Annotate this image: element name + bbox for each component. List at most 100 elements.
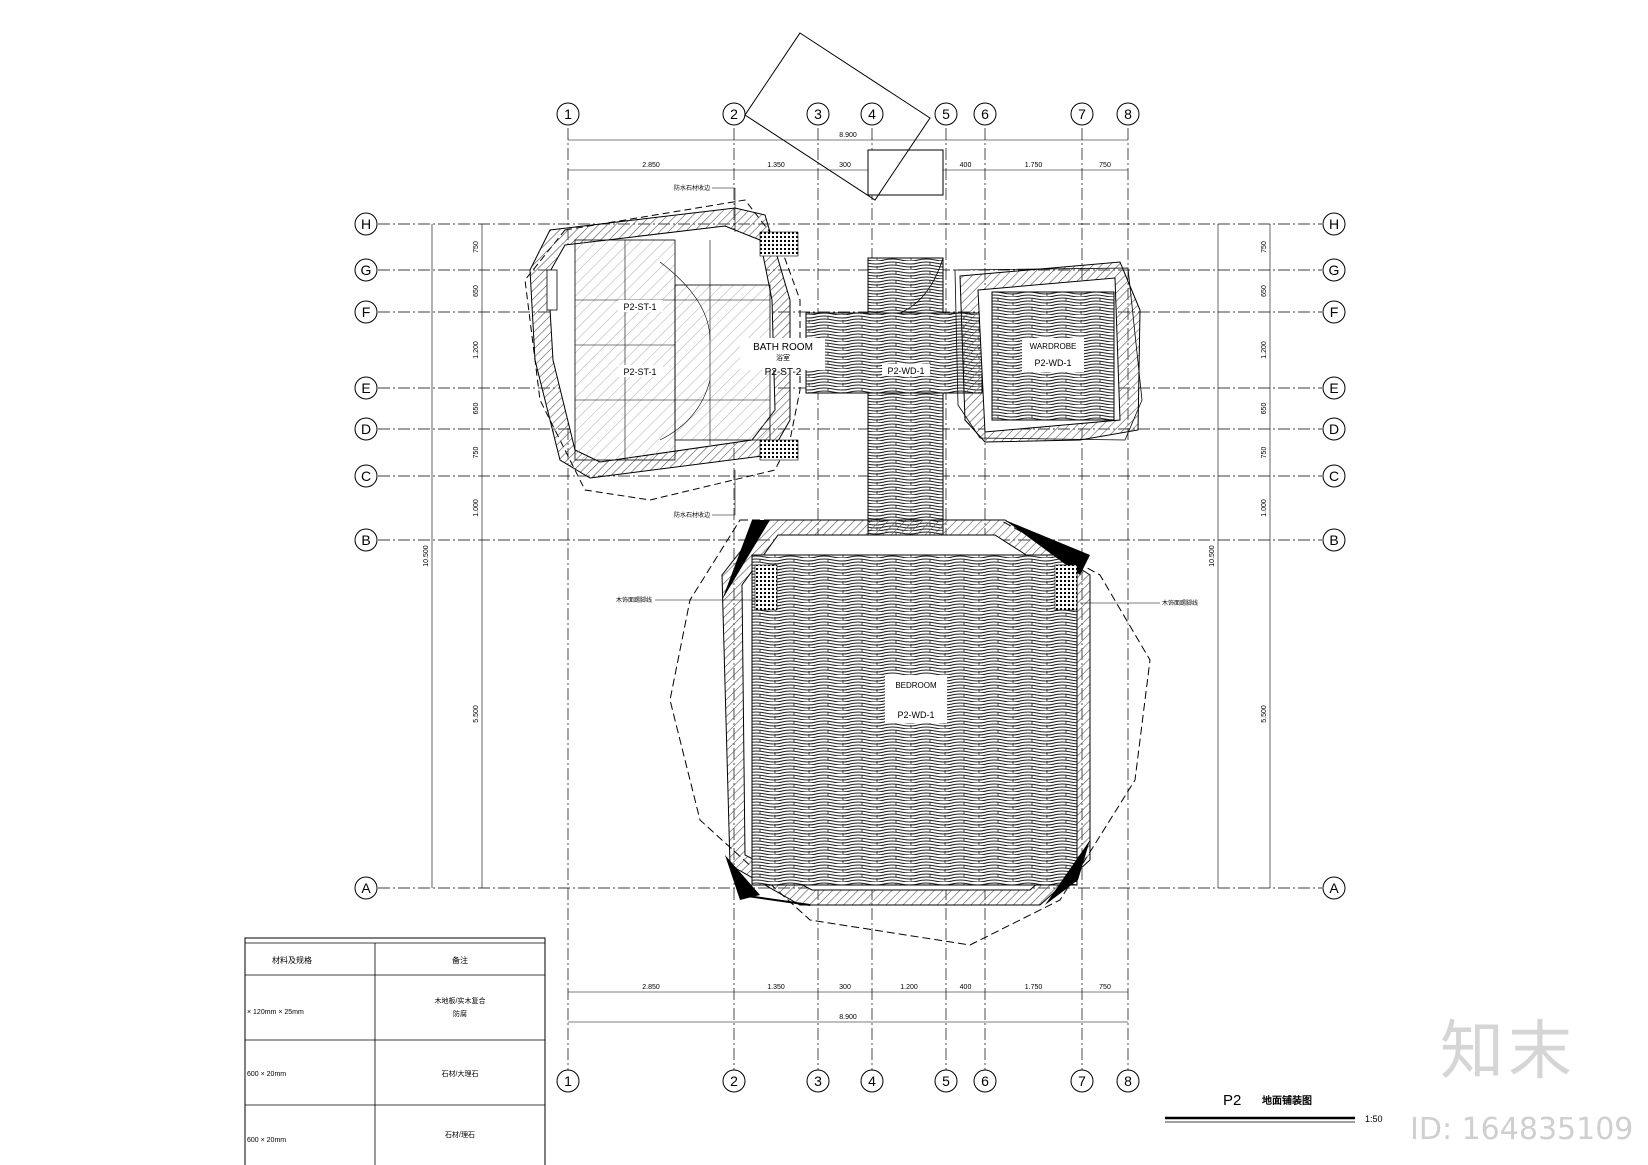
callouts: 防水石材收边 防水石材收边 木饰面踢脚线 木饰面踢脚线 (616, 184, 1198, 607)
grid-bubble-4-bottom: 4 (860, 1069, 884, 1093)
dimension-label: 750 (473, 241, 480, 253)
table-cell: 木地板/实木复合 (435, 996, 486, 1005)
svg-text:5: 5 (942, 106, 950, 122)
grid-bubble-8-bottom: 8 (1116, 1069, 1140, 1093)
corridor-floor (744, 32, 983, 559)
grid-bubble-E-right: E (1322, 376, 1346, 400)
table-cell: × 120mm × 25mm (247, 1009, 304, 1016)
bedroom-code: P2-WD-1 (897, 710, 934, 720)
dimension-label: 650 (1261, 403, 1268, 415)
svg-text:7: 7 (1078, 106, 1086, 122)
svg-text:6: 6 (981, 106, 989, 122)
dimension-label: 750 (1099, 162, 1111, 169)
sheet-title: 地面铺装图 (1262, 1094, 1312, 1107)
grid-bubble-F-left: F (354, 300, 378, 324)
watermark: 知末 ID: 164835109 (1410, 1000, 1640, 1150)
dimension-label: 750 (1099, 984, 1111, 991)
svg-text:E: E (361, 380, 370, 396)
table-header-note: 备注 (452, 955, 468, 965)
callout-bottom: 防水石材收边 (674, 511, 710, 519)
stone-code-b: P2-ST-1 (623, 367, 656, 377)
svg-text:B: B (1329, 532, 1338, 548)
grid-bubble-8-top: 8 (1116, 102, 1140, 126)
table-cell: 防腐 (453, 1009, 467, 1018)
svg-text:A: A (361, 880, 371, 896)
svg-text:3: 3 (814, 106, 822, 122)
svg-text:F: F (362, 304, 371, 320)
bath-room-code: P2-ST-2 (765, 367, 802, 378)
dimension-lines: 2.8501.3503001.2004001.7507502.8501.3503… (423, 132, 1271, 1023)
grid-bubble-B-left: B (354, 528, 378, 552)
bath-room-block (524, 199, 801, 501)
svg-text:D: D (361, 421, 371, 437)
grid-bubble-4-top: 4 (860, 102, 884, 126)
svg-text:C: C (1329, 468, 1339, 484)
grid-bubble-1-top: 1 (556, 102, 580, 126)
dimension-label: 650 (473, 403, 480, 415)
grid-bubble-3-bottom: 3 (806, 1069, 830, 1093)
svg-text:7: 7 (1078, 1073, 1086, 1089)
wardrobe-code: P2-WD-1 (1034, 358, 1071, 368)
dimension-label: 1.200 (473, 341, 480, 359)
dimension-label: 5.500 (473, 705, 480, 723)
svg-text:8: 8 (1124, 106, 1132, 122)
bedroom-block (669, 519, 1151, 946)
dimension-label: 650 (1261, 285, 1268, 297)
svg-text:A: A (1329, 880, 1339, 896)
grid-bubble-A-right: A (1322, 876, 1346, 900)
grid-bubble-6-top: 6 (973, 102, 997, 126)
dimension-label: 5.500 (1261, 705, 1268, 723)
corridor-code: P2-WD-1 (887, 366, 924, 376)
table-cell: 石材/大理石 (442, 1069, 479, 1078)
grid-bubble-6-bottom: 6 (973, 1069, 997, 1093)
grid-bubble-D-left: D (354, 417, 378, 441)
dimension-label: 650 (473, 285, 480, 297)
callout-left: 木饰面踢脚线 (616, 596, 652, 604)
dimension-label: 300 (839, 162, 851, 169)
grid-bubble-B-right: B (1322, 528, 1346, 552)
watermark-logo: 知末 (1440, 1015, 1576, 1089)
dimension-label: 1.200 (1261, 341, 1268, 359)
grid-bubble-2-bottom: 2 (722, 1069, 746, 1093)
grid-bubble-H-left: H (354, 212, 378, 236)
svg-text:1: 1 (564, 1073, 572, 1089)
bedroom-title: BEDROOM (895, 681, 937, 690)
dimension-label: 8.900 (839, 1014, 857, 1021)
watermark-id: ID: 164835109 (1410, 1112, 1634, 1147)
room-labels: BATH ROOM 浴室 P2-ST-2 P2-ST-1 P2-ST-1 P2-… (618, 300, 1084, 723)
table-cell: 600 × 20mm (247, 1137, 286, 1144)
dimension-label: 1.000 (473, 499, 480, 517)
svg-text:D: D (1329, 421, 1339, 437)
wardrobe-title: WARDROBE (1030, 342, 1077, 351)
grid-bubble-D-right: D (1322, 417, 1346, 441)
svg-text:8: 8 (1124, 1073, 1132, 1089)
grid-bubble-G-left: G (354, 258, 378, 282)
material-table: 材料及规格 备注 × 120mm × 25mm 木地板/实木复合 防腐 600 … (244, 937, 546, 1165)
svg-text:2: 2 (730, 106, 738, 122)
stone-code-a: P2-ST-1 (623, 302, 656, 312)
grid-bubble-H-right: H (1322, 212, 1346, 236)
dimension-label: 400 (960, 162, 972, 169)
svg-text:H: H (1329, 216, 1339, 232)
dimension-label: 2.850 (642, 162, 660, 169)
svg-text:F: F (1330, 304, 1339, 320)
dimension-label: 2.850 (642, 984, 660, 991)
dimension-label: 300 (839, 984, 851, 991)
sheet-number: P2 (1223, 1092, 1241, 1109)
grid-bubble-7-top: 7 (1070, 102, 1094, 126)
table-header-spec: 材料及规格 (272, 955, 312, 965)
svg-text:4: 4 (868, 106, 876, 122)
title-block: P2 地面铺装图 1:50 (1165, 1092, 1383, 1124)
bath-room-subtitle: 浴室 (776, 353, 790, 362)
dimension-label: 1.350 (767, 162, 785, 169)
grid-bubble-5-top: 5 (934, 102, 958, 126)
grid-bubble-5-bottom: 5 (934, 1069, 958, 1093)
svg-text:4: 4 (868, 1073, 876, 1089)
dimension-label: 8.900 (839, 132, 857, 139)
svg-text:H: H (361, 216, 371, 232)
dimension-label: 400 (960, 984, 972, 991)
callout-top: 防水石材收边 (674, 184, 710, 192)
drawing-scale: 1:50 (1365, 1114, 1383, 1124)
grid-bubble-A-left: A (354, 876, 378, 900)
